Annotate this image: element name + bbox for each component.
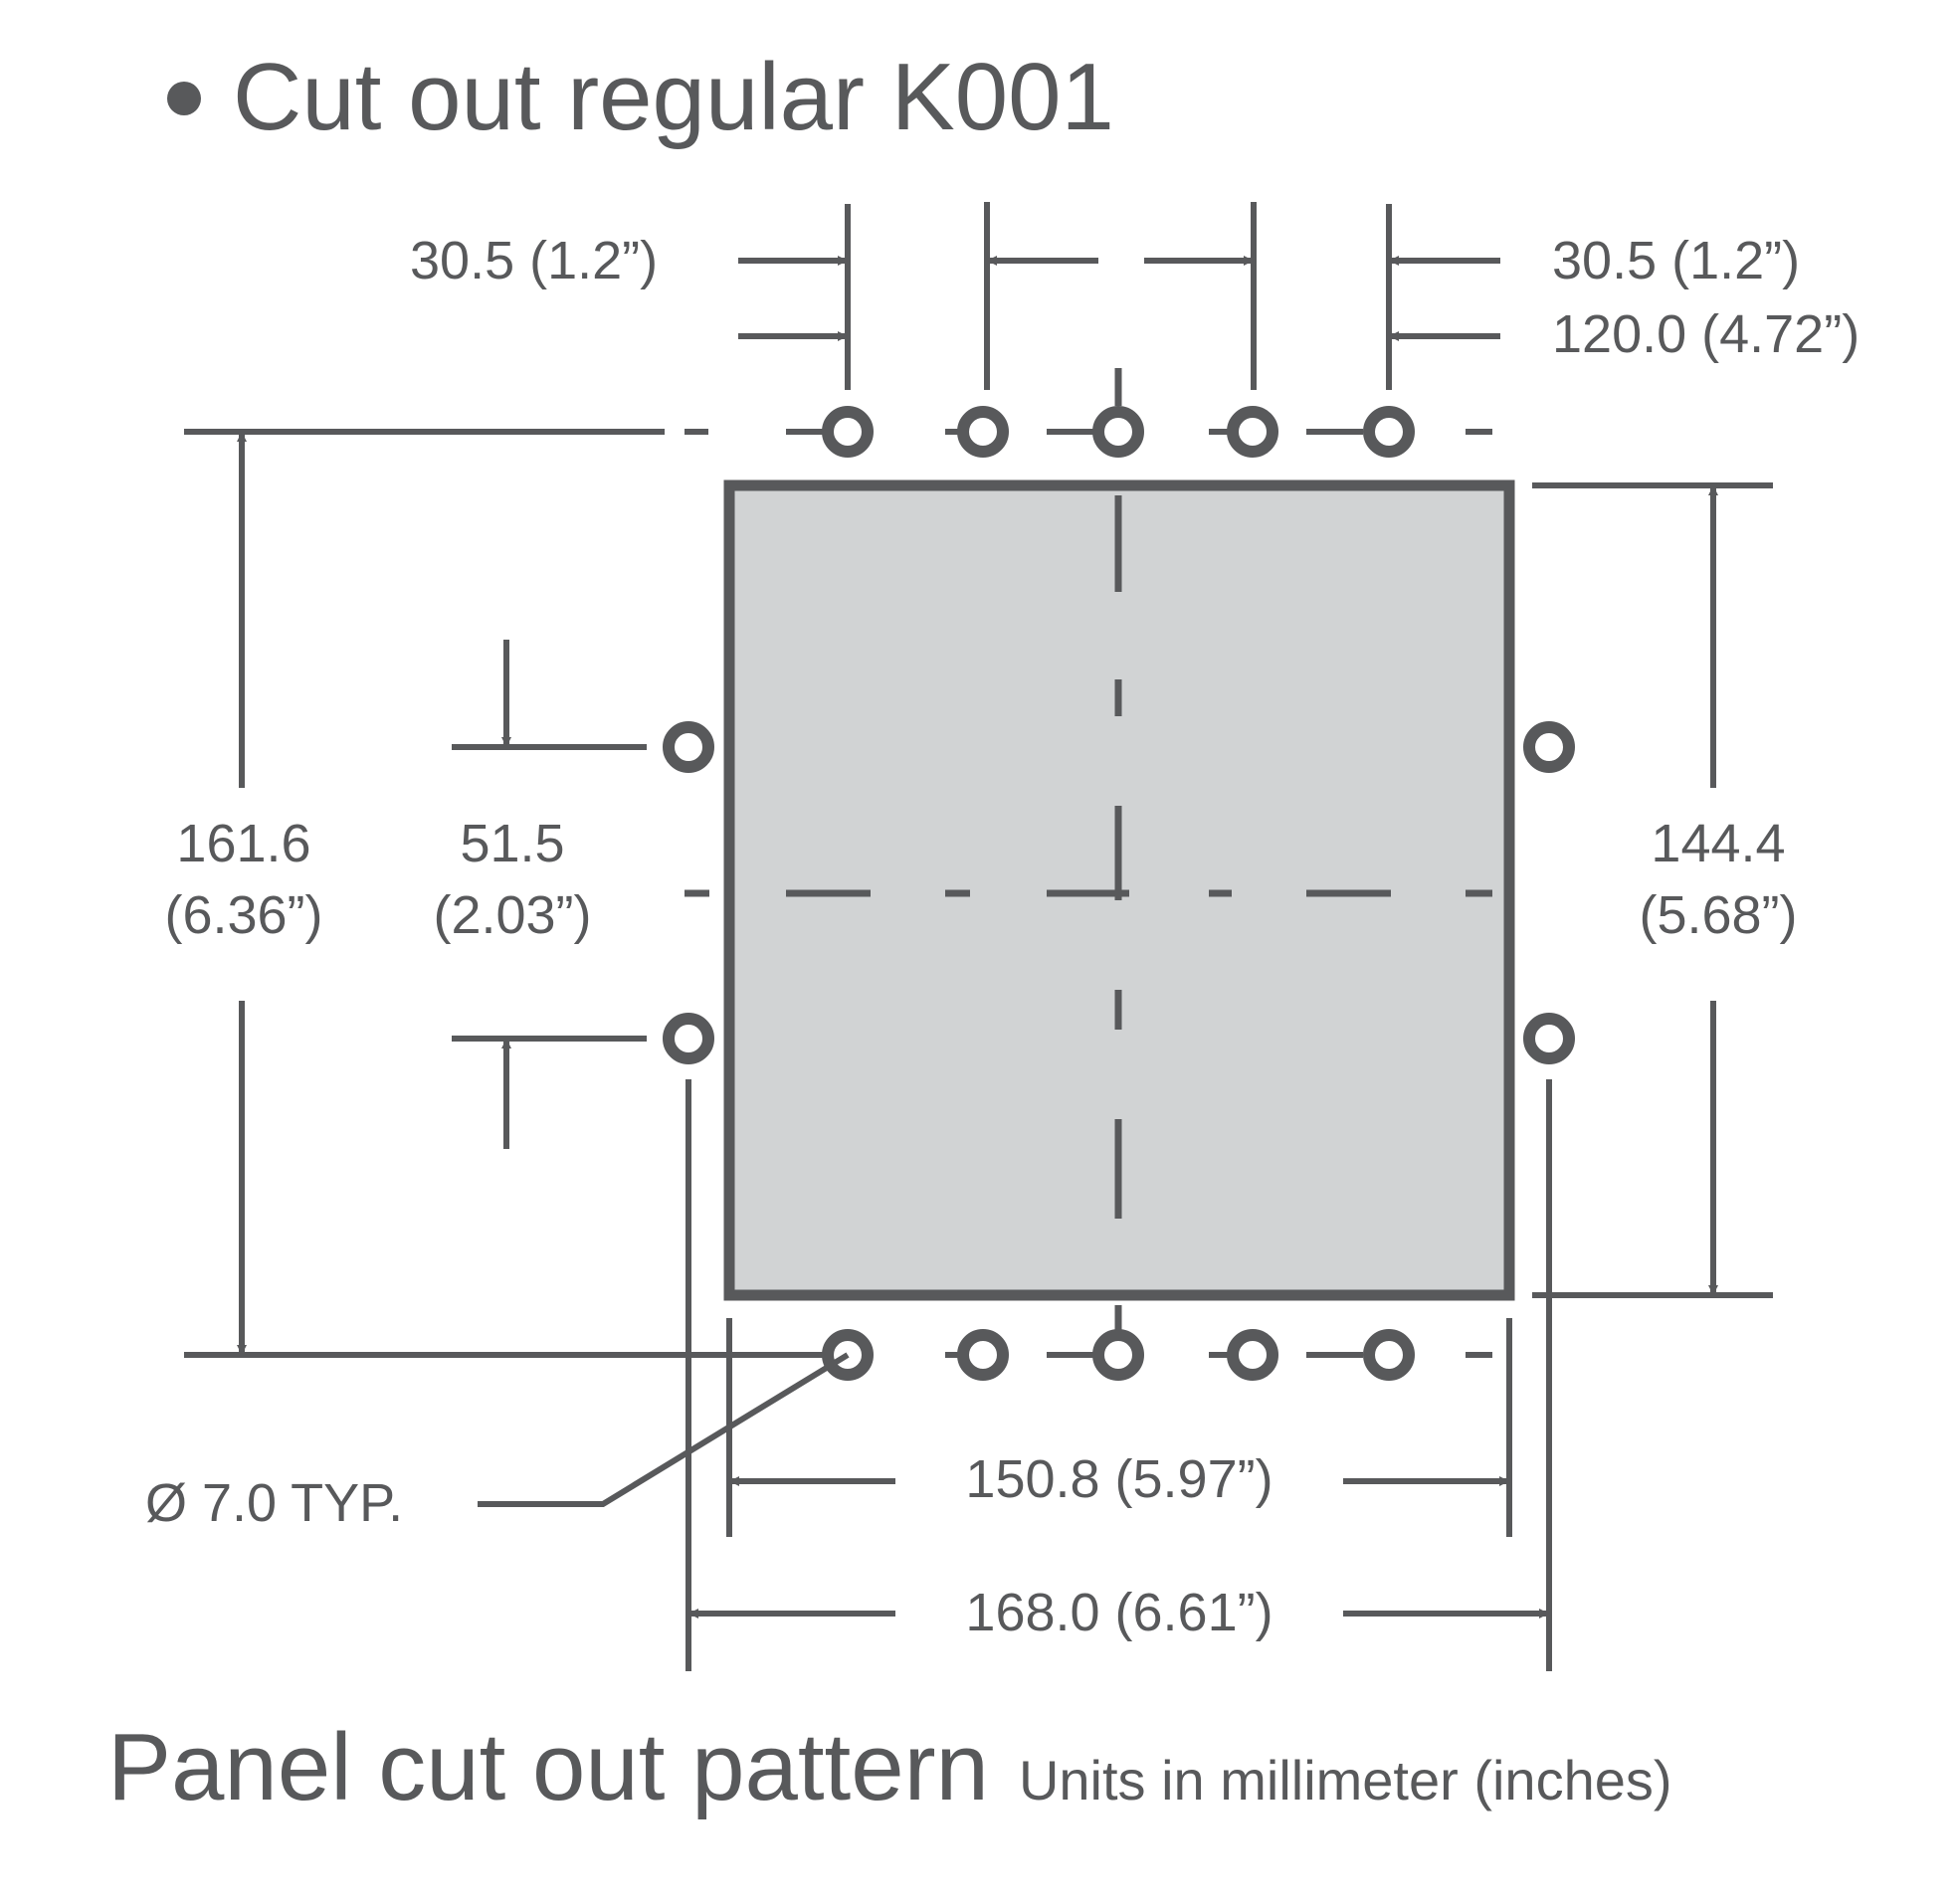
mounting-hole: [957, 1329, 1009, 1381]
hole-diameter-label: Ø 7.0 TYP.: [145, 1473, 404, 1533]
right-height-mm-label: 144.4: [1651, 814, 1786, 873]
mounting-holes: [663, 406, 1575, 1381]
top-left-pitch-label: 30.5 (1.2”): [410, 231, 659, 290]
hole-diameter-leader: [478, 1352, 850, 1507]
top-right-pitch-label: 30.5 (1.2”): [1552, 231, 1801, 290]
hole-row-reference-lines: [184, 429, 1492, 1358]
top-span-label: 120.0 (4.72”): [1552, 304, 1860, 364]
mounting-hole: [663, 1013, 714, 1064]
left-height-in-label: (6.36”): [164, 885, 323, 945]
mounting-hole: [822, 406, 874, 458]
caption-text: Panel cut out pattern: [107, 1714, 989, 1820]
mounting-hole: [1523, 1013, 1575, 1064]
top-pitch-dimension: [738, 202, 1500, 390]
mounting-hole: [1523, 721, 1575, 773]
mounting-hole: [957, 406, 1009, 458]
left-height-mm-label: 161.6: [176, 814, 311, 873]
outer-width-dimension: [685, 1079, 1552, 1671]
mounting-hole: [1092, 1329, 1144, 1381]
mounting-hole: [1363, 406, 1415, 458]
side-hole-spacing-dimension: [452, 640, 647, 1149]
right-height-dimension: [1532, 482, 1773, 1298]
page-title: Cut out regular K001: [167, 40, 1114, 155]
side-spacing-in-label: (2.03”): [433, 885, 592, 945]
outer-width-label: 168.0 (6.61”): [965, 1583, 1273, 1642]
right-height-in-label: (5.68”): [1639, 885, 1798, 945]
mounting-hole: [1363, 1329, 1415, 1381]
footer-caption: Panel cut out pattern Units in millimeter…: [107, 1713, 1672, 1835]
title-text: Cut out regular K001: [233, 44, 1114, 150]
mounting-hole: [1227, 1329, 1278, 1381]
side-spacing-mm-label: 51.5: [460, 814, 565, 873]
mounting-hole: [663, 721, 714, 773]
bullet-icon: [167, 81, 201, 115]
mounting-hole: [1092, 406, 1144, 458]
units-note: Units in millimeter (inches): [1018, 1749, 1672, 1811]
cutout-width-label: 150.8 (5.97”): [965, 1449, 1273, 1509]
mounting-hole: [1227, 406, 1278, 458]
